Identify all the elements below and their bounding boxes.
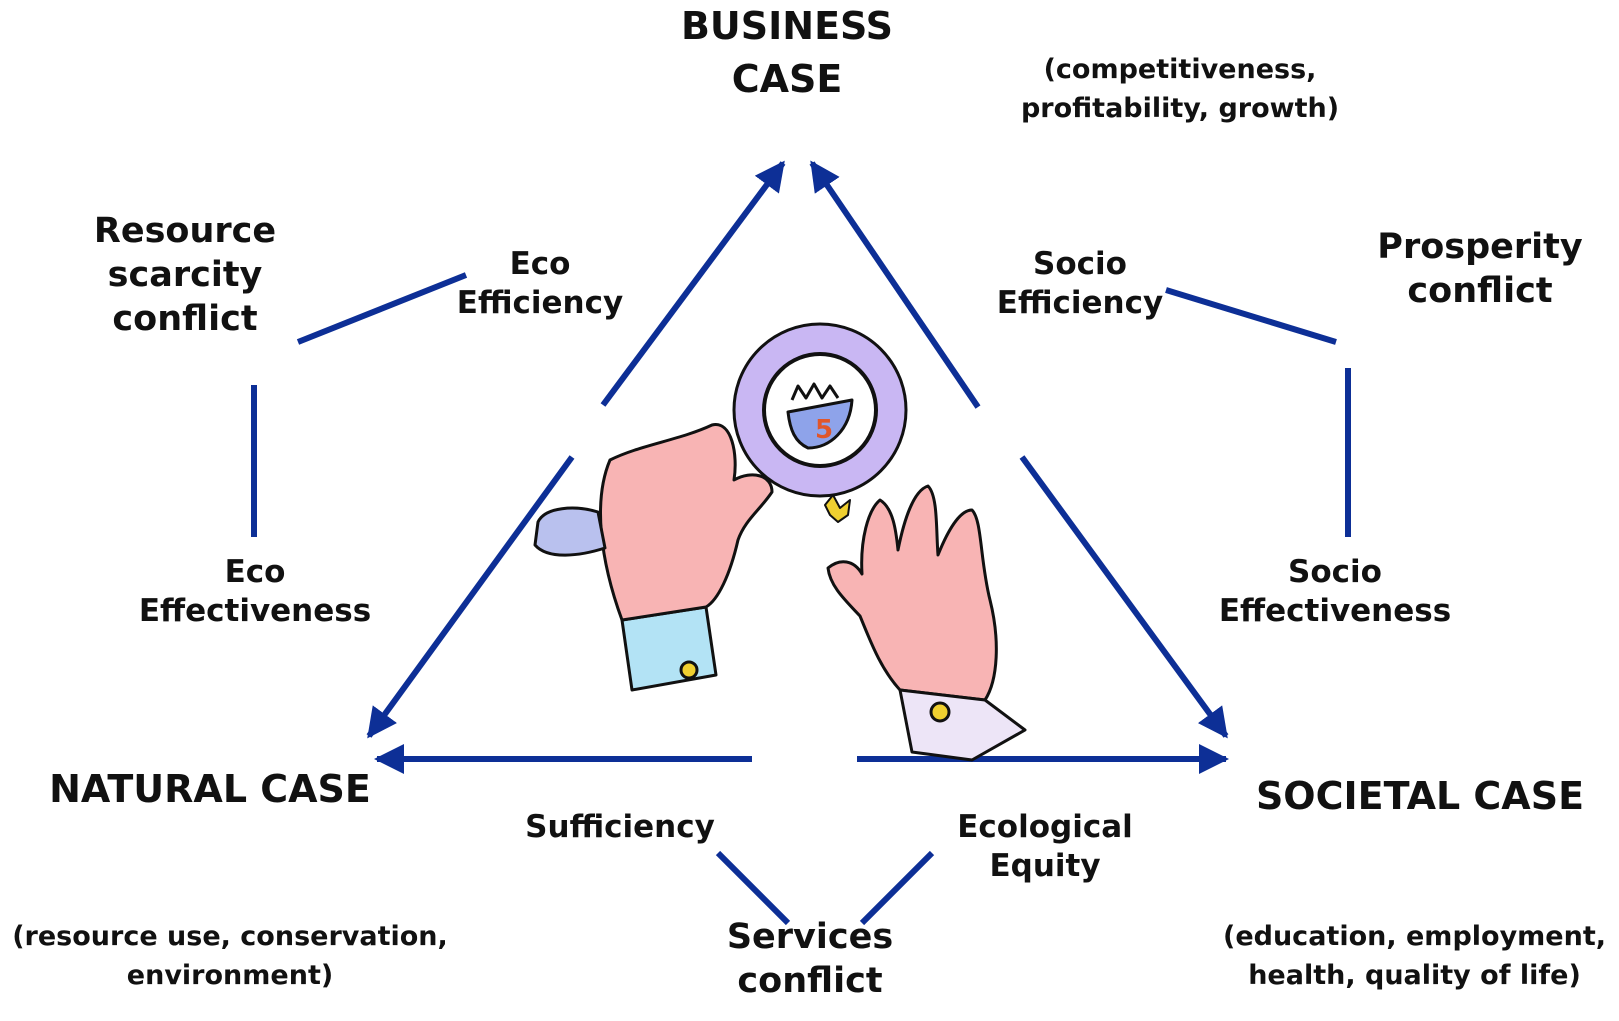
business-case-title: BUSINESS CASE (680, 4, 894, 102)
eco-effectiveness-label: Eco Effectiveness (138, 554, 372, 629)
societal-case-title: SOCIETAL CASE (1255, 774, 1585, 818)
socio-effectiveness-label: Socio Effectiveness (1218, 554, 1452, 629)
socio-efficiency-label: Socio Efficiency (996, 246, 1164, 321)
connector-socio-efficiency-prosperity (1165, 287, 1337, 345)
ecological-equity-label: Ecological Equity (957, 809, 1133, 884)
business-case-detail: (competitiveness, profitability, growth) (1020, 54, 1340, 125)
prosperity-conflict-label: Prosperity conflict (1377, 227, 1583, 311)
connector-eco-efficiency-resource (296, 272, 468, 345)
svg-text:5: 5 (815, 415, 833, 445)
eco-efficiency-label: Eco Efficiency (456, 246, 624, 321)
arrow-eco-effectiveness (366, 455, 575, 739)
societal-case-detail: (education, employment, health, quality … (1222, 921, 1607, 992)
arrow-socio-effectiveness (1019, 455, 1229, 739)
natural-case-title: NATURAL CASE (49, 767, 371, 811)
services-conflict-label: Services conflict (726, 917, 894, 1001)
arrow-eco-efficiency (600, 160, 786, 407)
resource-scarcity-conflict-label: Resource scarcity conflict (93, 211, 277, 339)
magnifying-glass-hands-icon: 5 (533, 322, 1027, 762)
connector-sufficiency-services (715, 850, 791, 926)
sufficiency-label: Sufficiency (525, 809, 715, 845)
arrow-socio-efficiency (809, 160, 981, 409)
natural-case-detail: (resource use, conservation, environment… (12, 921, 448, 992)
connector-equity-services (859, 850, 935, 926)
